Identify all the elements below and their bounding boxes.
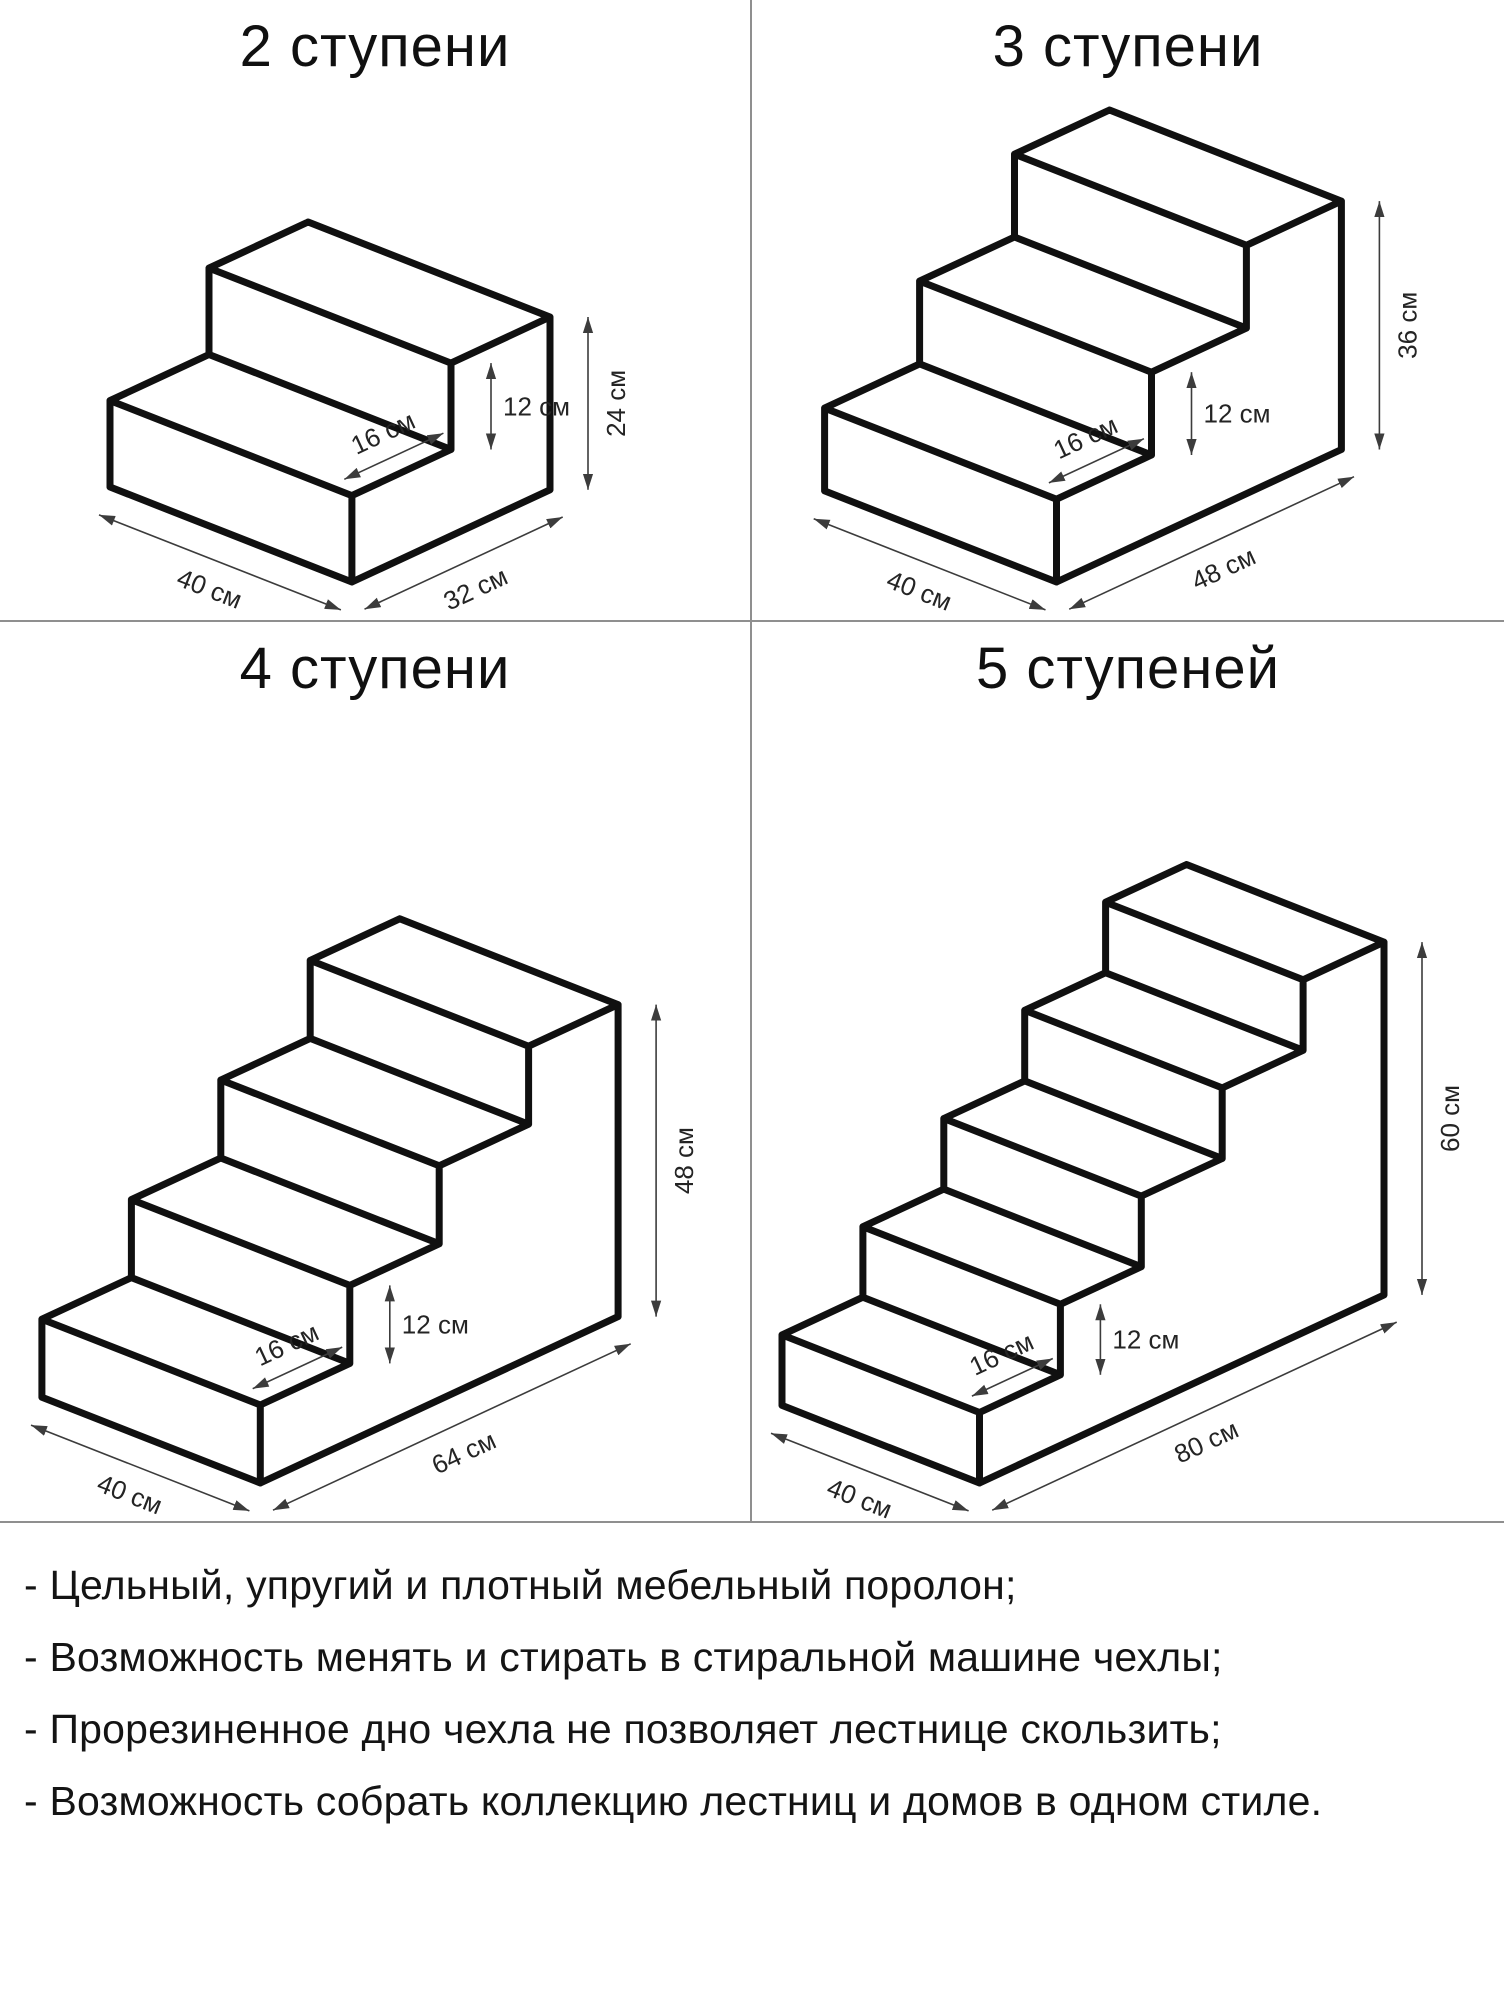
dim-width-line — [813, 517, 1046, 611]
dim-width-label: 40 см — [823, 1472, 896, 1521]
dim-depth-line — [272, 1342, 632, 1511]
feature-line-foam: - Цельный, упругий и плотный мебельный п… — [24, 1562, 1017, 1608]
dim-depth-line — [1068, 475, 1355, 610]
dim-step-depth-line — [252, 1346, 343, 1390]
panel-title-5-steps: 5 ступеней — [976, 636, 1280, 701]
stairs-outline — [821, 106, 1345, 586]
dim-step-height-label: 12 см — [402, 1309, 469, 1339]
dim-step-height-label: 12 см — [1204, 398, 1271, 428]
stairs-outline — [106, 218, 554, 586]
dim-step-depth-line — [971, 1357, 1054, 1397]
dim-step-height-label: 12 см — [1112, 1324, 1179, 1354]
panel-title-2-steps: 2 ступени — [239, 14, 511, 79]
stairs-outline — [38, 914, 622, 1487]
feature-line-rubberized-bottom: - Прорезиненное дно чехла не позволяет л… — [24, 1706, 1222, 1752]
dim-width-label: 40 см — [93, 1468, 166, 1520]
panel-title-4-steps: 4 ступени — [239, 636, 511, 701]
feature-line-collection: - Возможность собрать коллекцию лестниц … — [24, 1778, 1323, 1824]
dim-step-depth-line — [343, 432, 444, 480]
dim-height-label: 60 см — [1435, 1085, 1465, 1152]
dim-depth-line — [991, 1321, 1398, 1511]
dim-width-line — [98, 513, 342, 611]
stairs-outline — [778, 860, 1388, 1487]
dim-width-label: 40 см — [883, 564, 956, 616]
feature-line-washable-covers: - Возможность менять и стирать в стираль… — [24, 1634, 1223, 1680]
dim-step-depth-label: 16 см — [965, 1326, 1038, 1381]
dim-height-label: 48 см — [669, 1127, 699, 1194]
dim-step-depth-line — [1048, 437, 1145, 484]
dim-height-label: 36 см — [1393, 291, 1423, 358]
dim-width-label: 40 см — [173, 562, 246, 614]
dim-height-label: 24 см — [601, 370, 631, 437]
panel-title-3-steps: 3 ступени — [992, 14, 1264, 79]
dim-width-line — [30, 1424, 250, 1512]
features-list: - Цельный, упругий и плотный мебельный п… — [0, 1523, 1504, 1822]
dim-step-height-label: 12 см — [503, 391, 570, 421]
dim-depth-line — [364, 515, 564, 610]
dim-width-line — [770, 1432, 969, 1512]
